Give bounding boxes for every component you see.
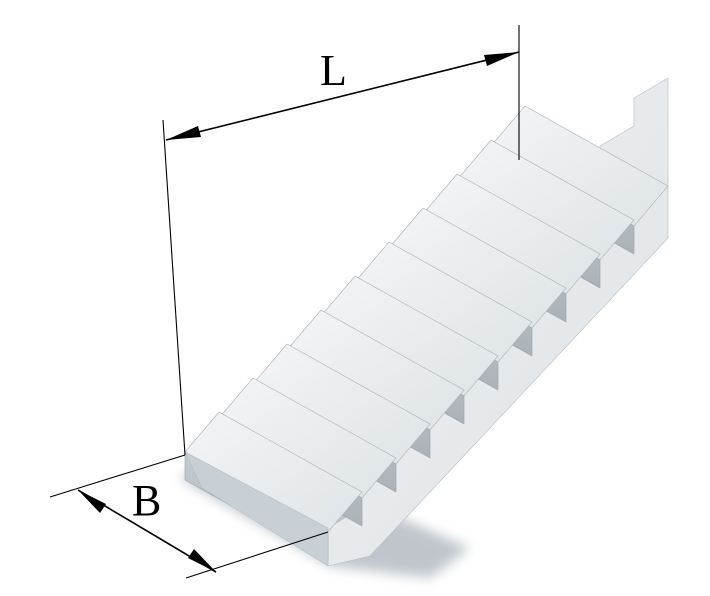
length-arrow-right — [484, 52, 519, 66]
width-label: B — [132, 476, 161, 525]
dimension-length: L — [162, 25, 520, 456]
width-arrow-top — [78, 490, 106, 513]
width-extension-top — [49, 454, 186, 498]
stair-base-front — [184, 451, 329, 567]
length-extension-left — [162, 119, 186, 456]
width-extension-bottom — [185, 531, 329, 579]
width-arrow-bottom — [188, 549, 216, 572]
length-arrow-left — [166, 126, 201, 140]
length-dimension-line — [165, 51, 520, 141]
steps-group — [184, 105, 669, 561]
length-label: L — [320, 46, 347, 95]
dimension-width: B — [49, 454, 329, 579]
